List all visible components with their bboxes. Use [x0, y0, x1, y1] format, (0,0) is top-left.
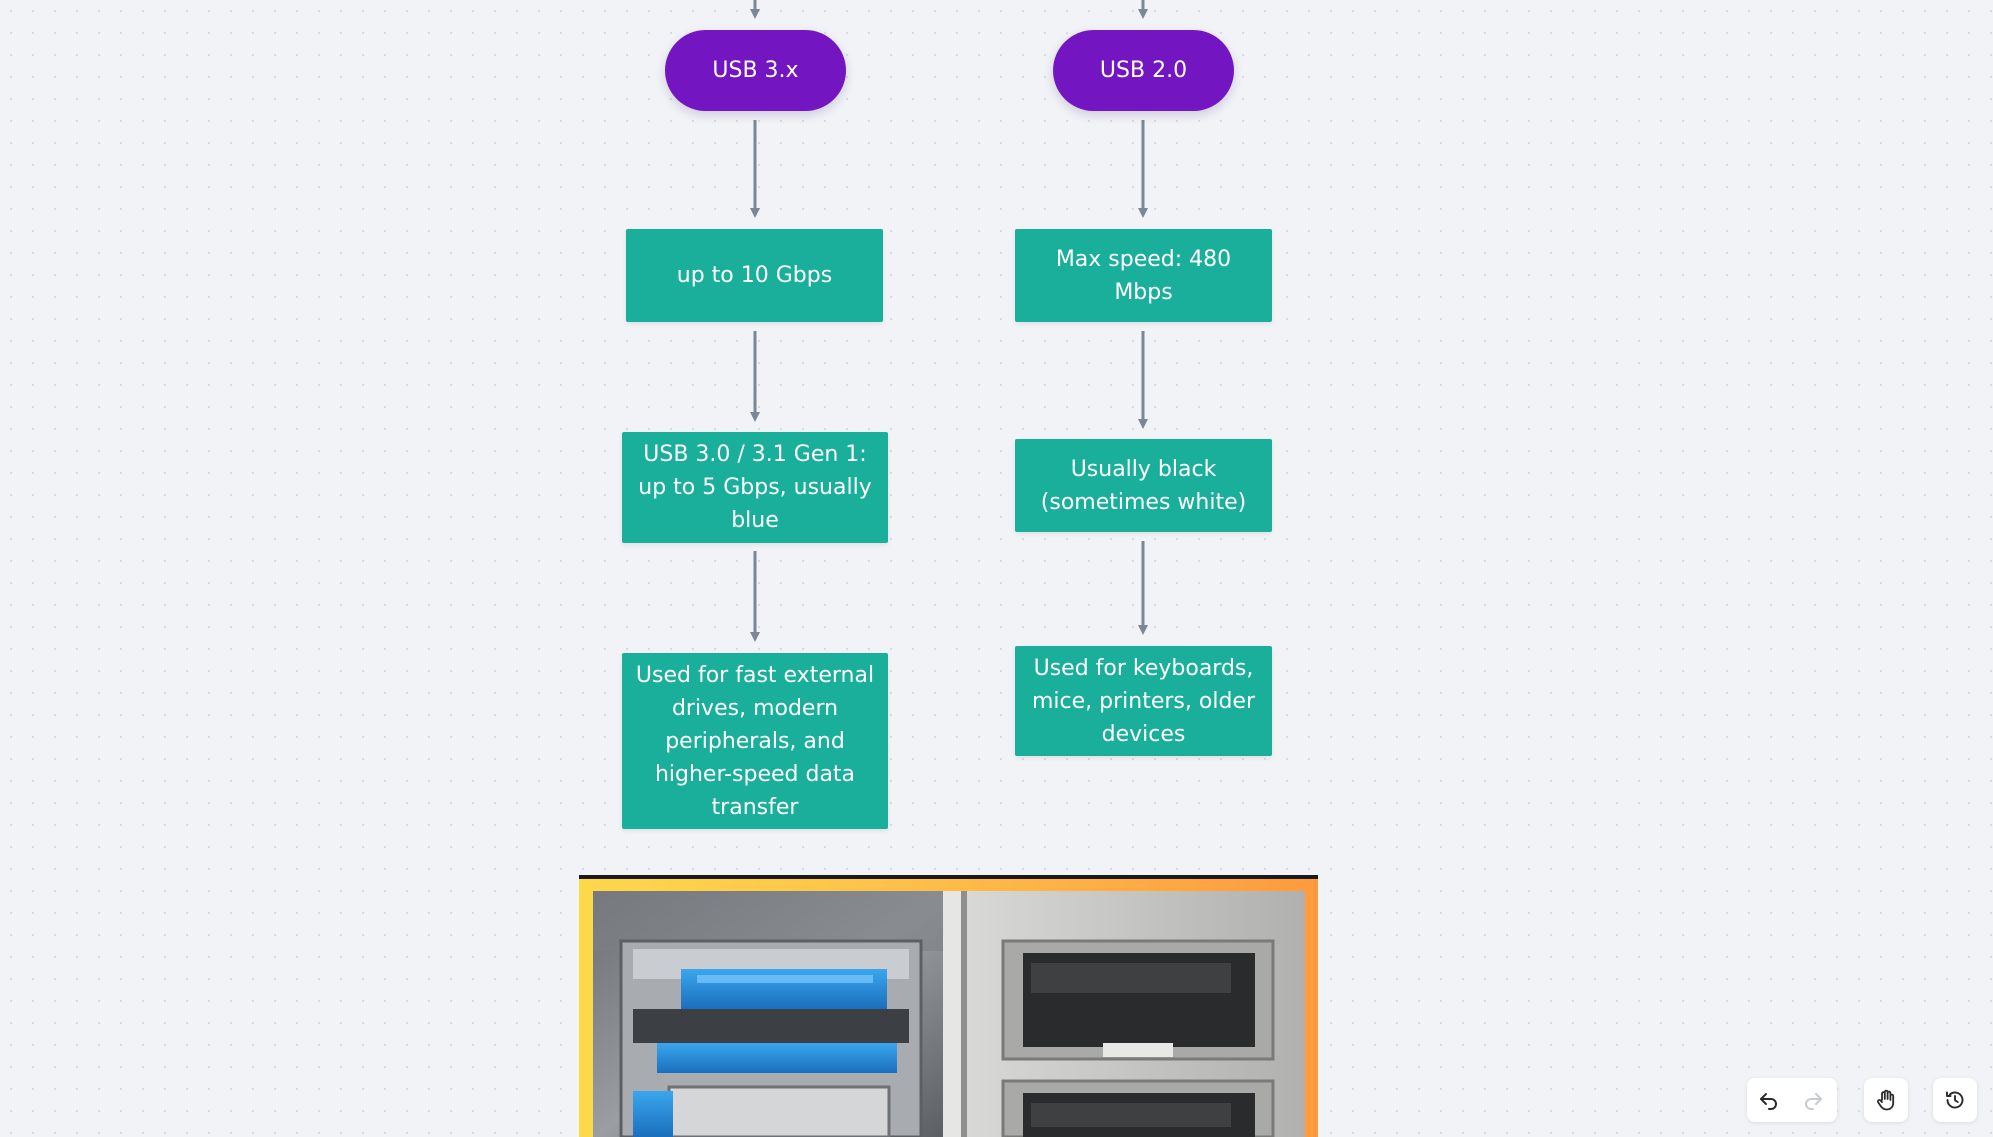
history-icon [1946, 1091, 1964, 1109]
redo-icon [1805, 1093, 1822, 1110]
usb3-color-label: USB 3.0 / 3.1 Gen 1: up to 5 Gbps, usual… [638, 442, 872, 533]
usb3-usage-label: Used for fast external drives, modern pe… [635, 662, 875, 820]
usb3-color-node[interactable]: USB 3.0 / 3.1 Gen 1: up to 5 Gbps, usual… [622, 432, 888, 543]
redo-button[interactable] [1791, 1078, 1835, 1122]
usb2-header-label: USB 2.0 [1099, 58, 1188, 83]
usb2-speed-label: Max speed: 480 Mbps [1055, 246, 1232, 305]
usb2-speed-node[interactable]: Max speed: 480 Mbps [1015, 229, 1272, 322]
hand-icon [1877, 1089, 1895, 1111]
hand-tool-button[interactable] [1864, 1078, 1908, 1122]
usb2-color-label: Usually black (sometimes white) [1040, 456, 1247, 515]
history-button[interactable] [1933, 1078, 1977, 1122]
undo-button[interactable] [1747, 1078, 1791, 1122]
usb2-header-node[interactable]: USB 2.0 [1053, 30, 1234, 111]
usb3-header-node[interactable]: USB 3.x [665, 30, 846, 111]
usb-ports-photo [593, 891, 1305, 1137]
usb3-speed-node[interactable]: up to 10 Gbps [626, 229, 883, 322]
history-toolbar [1747, 1078, 1837, 1122]
usb3-speed-label: up to 10 Gbps [676, 263, 833, 288]
usb-ports-photo-frame[interactable] [579, 875, 1318, 1137]
usb3-header-label: USB 3.x [712, 58, 799, 83]
pan-toolbar [1864, 1078, 1908, 1122]
usb2-usage-label: Used for keyboards, mice, printers, olde… [1032, 655, 1255, 747]
usb2-usage-node[interactable]: Used for keyboards, mice, printers, olde… [1015, 646, 1272, 756]
undo-icon [1760, 1093, 1777, 1110]
usb2-color-node[interactable]: Usually black (sometimes white) [1015, 439, 1272, 532]
version-toolbar [1933, 1078, 1977, 1122]
usb3-usage-node[interactable]: Used for fast external drives, modern pe… [622, 653, 888, 829]
